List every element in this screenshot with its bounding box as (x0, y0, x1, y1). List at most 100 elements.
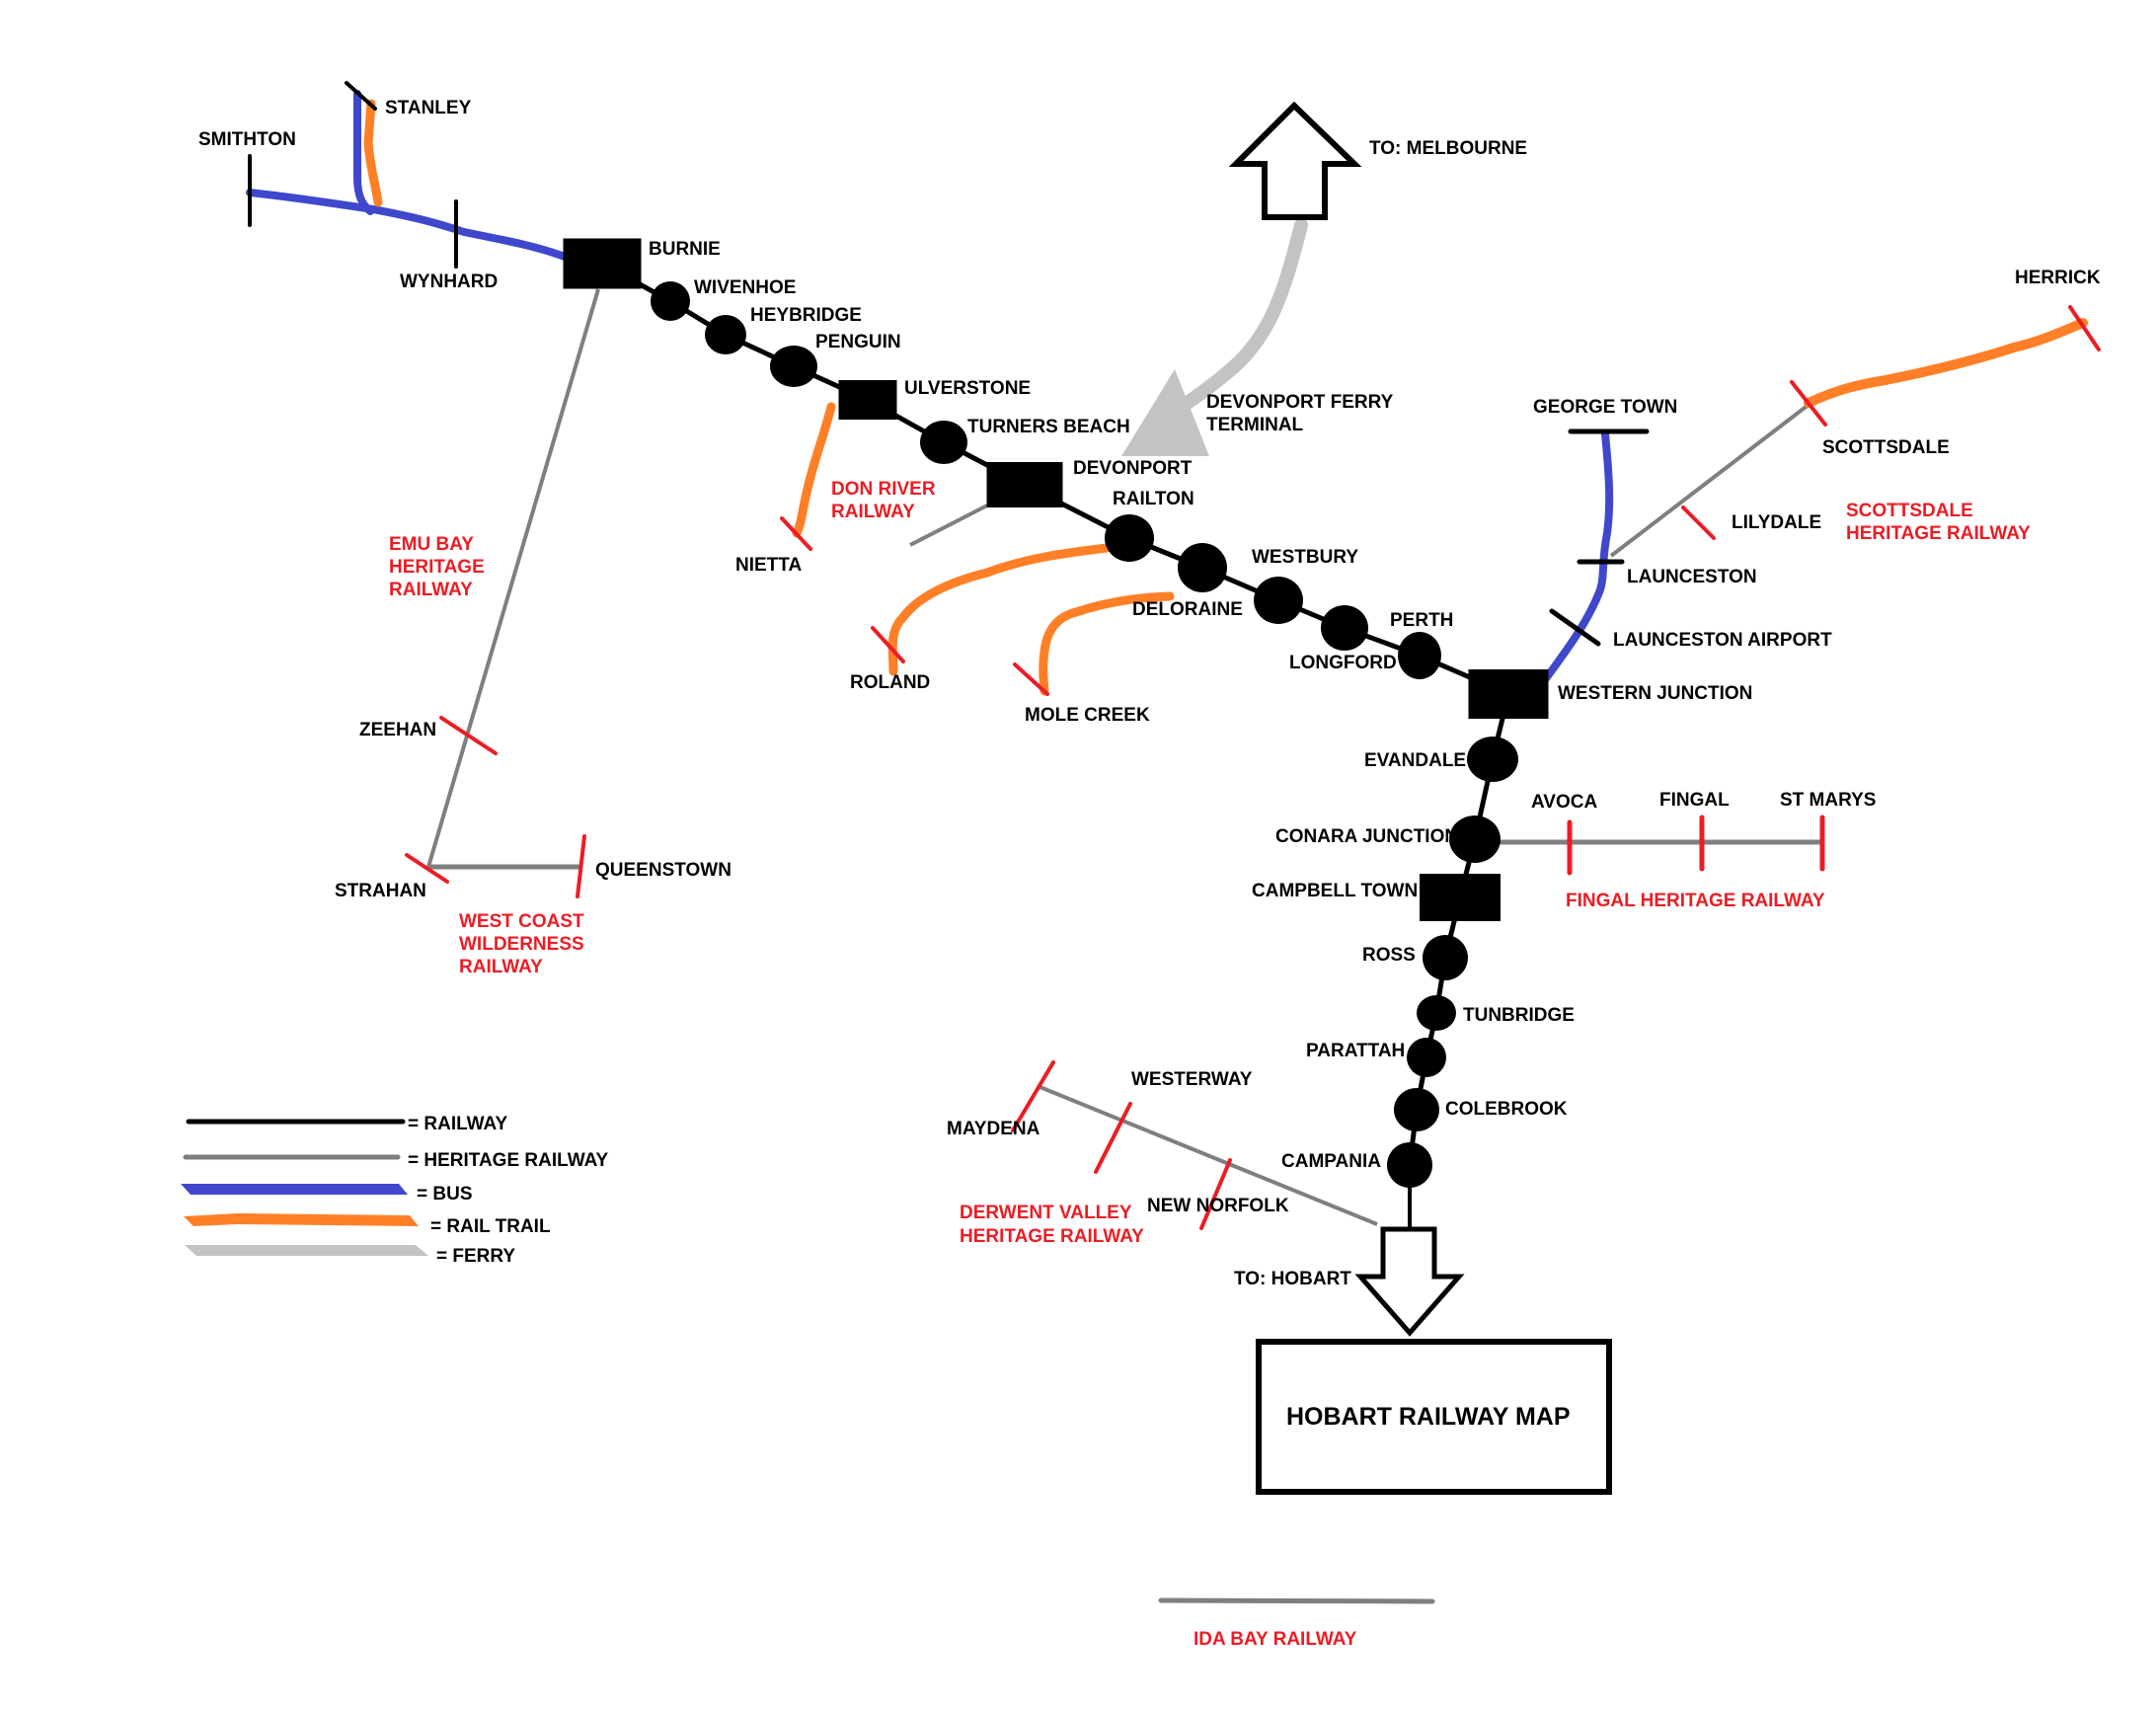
station-marker[interactable] (770, 346, 817, 387)
legend-heritage-label: = HERITAGE RAILWAY (408, 1150, 609, 1171)
legend-rail-trail-label: = RAIL TRAIL (430, 1216, 551, 1237)
label-roland: ROLAND (850, 672, 930, 693)
label-avoca: AVOCA (1531, 792, 1597, 813)
station-label: CAMPBELL TOWN (1252, 881, 1418, 901)
to-hobart (1354, 1165, 1465, 1337)
to-hobart-arrow-icon[interactable] (1354, 1226, 1465, 1337)
scottsdale-label-2: HERITAGE RAILWAY (1846, 523, 2031, 544)
station-marker[interactable] (651, 281, 690, 321)
station-marker[interactable] (920, 421, 967, 464)
don-river-label-1: DON RIVER (831, 479, 936, 500)
label-nietta: NIETTA (735, 555, 802, 576)
lilydale-stop[interactable] (1681, 505, 1716, 540)
major-station-marker[interactable] (986, 462, 1063, 507)
to-melbourne-arrow-icon[interactable] (1228, 101, 1362, 220)
launceston-airport-stop (1549, 608, 1601, 647)
label-smithton: SMITHTON (198, 129, 296, 150)
station-label: TURNERS BEACH (967, 417, 1130, 437)
emu-bay-line (426, 288, 600, 868)
scottsdale-label-1: SCOTTSDALE (1846, 501, 1973, 521)
station-label: CAMPANIA (1281, 1151, 1381, 1172)
new-norfolk-stop[interactable] (1199, 1158, 1232, 1230)
station-label: WESTBURY (1252, 547, 1358, 568)
station-label: EVANDALE (1364, 750, 1466, 771)
label-strahan: STRAHAN (335, 881, 426, 901)
rail-trail-herrick (1804, 318, 2088, 408)
station-label: LONGFORD (1289, 653, 1397, 673)
emu-bay-label-2: HERITAGE (389, 557, 485, 578)
maydena-stop[interactable] (1011, 1060, 1055, 1132)
herrick-stop[interactable] (2068, 305, 2101, 351)
station-marker[interactable] (1449, 816, 1501, 863)
west-coast-label-1: WEST COAST (459, 911, 584, 932)
station-label: ROSS (1362, 945, 1416, 966)
ida-bay-railway: IDA BAY RAILWAY (1158, 1597, 1435, 1650)
station-label: RAILTON (1113, 489, 1194, 509)
legend: = RAILWAY = HERITAGE RAILWAY = BUS = RAI… (181, 1114, 609, 1267)
station-label: TUNBRIDGE (1463, 1005, 1575, 1026)
label-launceston: LAUNCESTON (1627, 567, 1757, 587)
station-label: CONARA JUNCTION (1275, 826, 1458, 847)
label-new-norfolk: NEW NORFOLK (1147, 1196, 1289, 1216)
station-marker[interactable] (1178, 543, 1227, 592)
westerway-stop[interactable] (1094, 1102, 1132, 1174)
station-marker[interactable] (1254, 577, 1303, 624)
station-marker[interactable] (1423, 935, 1468, 980)
label-stanley: STANLEY (385, 98, 472, 118)
legend-bus-swatch (181, 1184, 408, 1195)
station-label: WESTERN JUNCTION (1558, 683, 1752, 704)
station-marker[interactable] (1467, 737, 1518, 782)
derwent-valley-line (1037, 1084, 1378, 1226)
legend-ferry-swatch (185, 1245, 428, 1256)
label-herrick: HERRICK (2015, 268, 2101, 288)
station-marker[interactable] (1417, 995, 1456, 1031)
rail-trail-roland (887, 543, 1112, 676)
station-label: PARATTAH (1306, 1041, 1405, 1061)
fingal-label: FINGAL HERITAGE RAILWAY (1566, 891, 1825, 911)
rail-trail-stanley (363, 99, 383, 207)
label-westerway: WESTERWAY (1131, 1069, 1253, 1090)
station-label: WIVENHOE (694, 277, 796, 298)
bus-route-north-west (246, 81, 569, 269)
station-label: DEVONPORT (1073, 458, 1193, 479)
fingal-heritage-railway (1481, 815, 1825, 876)
zeehan-stop[interactable] (439, 716, 498, 755)
major-station-marker[interactable] (1468, 669, 1549, 719)
station-marker[interactable] (705, 315, 746, 354)
don-river-railway (780, 402, 988, 551)
label-to-melbourne: TO: MELBOURNE (1369, 138, 1527, 159)
label-lilydale: LILYDALE (1732, 512, 1821, 533)
nietta-stop[interactable] (780, 516, 812, 551)
heritage-railway-labels: EMU BAY HERITAGE RAILWAY WEST COAST WILD… (389, 479, 2031, 1247)
label-zeehan: ZEEHAN (359, 720, 436, 740)
roland-stop[interactable] (871, 626, 905, 663)
strahan-stop[interactable] (405, 853, 449, 884)
scottsdale-stop[interactable] (1790, 380, 1827, 427)
rail-trails-central (871, 543, 1175, 696)
station-label: ULVERSTONE (904, 378, 1031, 399)
mole-creek-stop[interactable] (1013, 662, 1049, 696)
bus-line-george-town (1534, 430, 1614, 693)
station-marker[interactable] (1394, 1088, 1439, 1131)
don-river-line (909, 504, 988, 547)
major-station-marker[interactable] (1420, 874, 1501, 921)
major-station-marker[interactable] (563, 238, 642, 289)
station-label: PERTH (1390, 610, 1453, 631)
queenstown-stop[interactable] (576, 834, 586, 898)
station-marker[interactable] (1105, 514, 1154, 562)
west-coast-label-2: WILDERNESS (459, 934, 584, 955)
label-to-hobart: TO: HOBART (1234, 1269, 1351, 1289)
hobart-railway-map-box[interactable] (1256, 1339, 1612, 1495)
emu-bay-label-3: RAILWAY (389, 580, 473, 600)
station-label: BURNIE (649, 239, 721, 260)
legend-ferry-label: = FERRY (436, 1246, 515, 1267)
ida-bay-line (1158, 1597, 1435, 1604)
major-station-marker[interactable] (838, 380, 897, 420)
station-marker[interactable] (1398, 632, 1441, 679)
ferry-terminal-icon (1121, 369, 1209, 456)
label-ferry-terminal-1: DEVONPORT FERRY (1206, 392, 1394, 413)
station-marker[interactable] (1321, 605, 1368, 651)
west-coast-label-3: RAILWAY (459, 957, 543, 977)
station-marker[interactable] (1407, 1038, 1446, 1077)
